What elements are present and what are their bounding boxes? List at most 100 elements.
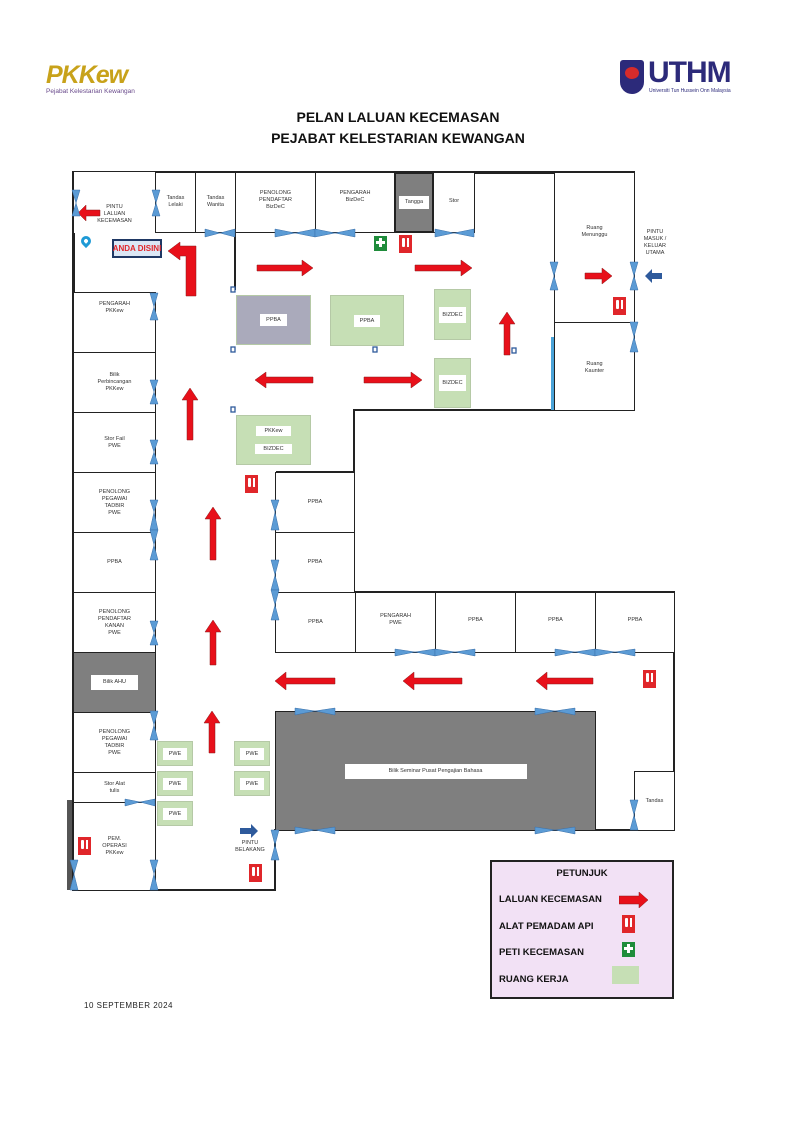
pillar-icon xyxy=(230,406,236,413)
uthm-logo: UTHM Universiti Tun Hussein Onn Malaysia xyxy=(618,56,758,98)
wall-mid-horizontal xyxy=(353,409,635,411)
entrance-arrow-left-icon xyxy=(645,269,662,283)
door-icon xyxy=(149,292,159,321)
door-icon xyxy=(394,648,436,657)
workstation-label: PWE xyxy=(162,747,188,760)
bilik-seminar-label: Bilik Seminar Pusat Pengajian Bahasa xyxy=(344,763,527,779)
door-icon xyxy=(270,829,280,861)
workstation-pwe-2: PWE xyxy=(157,771,193,796)
legend-item-fire-extinguisher: ALAT PEMADAM API xyxy=(499,921,594,932)
door-icon xyxy=(149,529,159,561)
exit-arrow-turn-left xyxy=(167,241,197,297)
workstation-label: PWE xyxy=(239,747,265,760)
exit-arrow-left xyxy=(535,671,594,691)
door-icon xyxy=(71,189,81,217)
room-ruang-kaunter: Ruang Kaunter xyxy=(554,322,635,411)
room-stor: Stor xyxy=(433,172,475,233)
room-stor-alat-tulis: Stor Alat tulis xyxy=(73,772,156,803)
exit-arrow-up xyxy=(498,311,516,356)
pkkew-logo: PKKew Pejabat Kelestarian Kewangan xyxy=(46,62,166,102)
pkkew-logo-tagline: Pejabat Kelestarian Kewangan xyxy=(46,88,135,95)
plan-title: PELAN LALUAN KECEMASAN xyxy=(296,109,500,125)
door-icon xyxy=(149,620,159,646)
fire-extinguisher-icon xyxy=(613,297,626,315)
legend-title: PETUNJUK xyxy=(556,868,608,879)
door-icon xyxy=(270,589,280,621)
exit-arrow-right xyxy=(256,259,314,277)
door-icon xyxy=(270,499,280,531)
door-icon xyxy=(149,499,159,531)
exit-arrow-right xyxy=(363,371,423,389)
workstation-label: PWE xyxy=(162,807,188,820)
you-are-here-badge: ANDA DISINI xyxy=(112,239,162,258)
wall-right-lower xyxy=(673,591,675,831)
first-aid-kit-icon xyxy=(374,236,387,251)
tangga-label: Tangga xyxy=(398,196,430,209)
fire-extinguisher-icon xyxy=(643,670,656,688)
pillar-icon xyxy=(372,346,378,353)
workstation-label: BIZDEC xyxy=(255,444,292,454)
door-icon xyxy=(124,798,156,807)
uthm-crest-icon xyxy=(620,60,644,94)
exit-arrow-up xyxy=(204,619,222,666)
workstation-pwe-5: PWE xyxy=(234,771,270,796)
door-icon xyxy=(554,648,596,657)
exit-arrow-left xyxy=(254,371,314,389)
exit-arrow-right xyxy=(414,259,473,277)
door-icon xyxy=(629,799,639,831)
door-icon xyxy=(314,228,356,238)
uthm-logo-name: UTHM xyxy=(648,56,732,89)
fire-extinguisher-icon xyxy=(399,235,412,253)
back-door-label: PINTU BELAKANG xyxy=(235,840,265,853)
glass-partition xyxy=(551,337,554,410)
door-icon xyxy=(151,189,161,217)
door-icon xyxy=(549,261,559,291)
door-icon xyxy=(434,228,475,238)
workstation-bizdec-1: BIZDEC xyxy=(434,289,471,340)
workstation-label: PPBA xyxy=(260,314,287,326)
legend-fire-extinguisher-icon xyxy=(622,915,635,933)
room-bilik-perbincangan: Bilik Perbincangan PKKew xyxy=(73,352,156,413)
exit-arrow-right xyxy=(584,267,613,285)
wall-corridor-stub xyxy=(276,471,354,473)
bilik-ahu-label: Bilik AHU xyxy=(91,675,138,690)
exit-arrow-left xyxy=(77,204,101,222)
room-pintu-laluan-kecemasan: PINTU LALUAN KECEMASAN xyxy=(74,172,156,233)
room-ppba-left: PPBA xyxy=(73,532,156,593)
workstation-pwe-3: PWE xyxy=(157,801,193,826)
room-bilik-seminar: Bilik Seminar Pusat Pengajian Bahasa xyxy=(275,711,596,831)
door-icon xyxy=(149,439,159,465)
door-icon xyxy=(294,826,336,835)
workstation-label: BIZDEC xyxy=(439,306,466,323)
door-icon xyxy=(274,228,316,238)
exit-arrow-left xyxy=(274,671,336,691)
door-icon xyxy=(69,859,79,891)
door-icon xyxy=(149,859,159,891)
uthm-logo-tagline: Universiti Tun Hussein Onn Malaysia xyxy=(649,88,731,94)
pkkew-logo-name: PKKew xyxy=(46,61,128,89)
door-icon xyxy=(629,261,639,291)
room-pengarah-pkkew: PENGARAH PKKew xyxy=(73,292,156,353)
room-penolong-pegawai-tadbir-2: PENOLONG PEGAWAI TADBIR PWE xyxy=(73,712,156,773)
room-ppba-mid-2: PPBA xyxy=(275,532,355,593)
workstation-label: BIZDEC xyxy=(439,375,466,391)
wall-bottom xyxy=(72,889,276,891)
legend-item-first-aid: PETI KECEMASAN xyxy=(499,947,584,958)
door-icon xyxy=(534,826,576,835)
legend-item-exit-route: LALUAN KECEMASAN xyxy=(499,894,602,905)
door-icon xyxy=(294,707,336,716)
fire-extinguisher-icon xyxy=(249,864,262,882)
exit-arrow-up xyxy=(204,506,222,561)
plan-date: 10 SEPTEMBER 2024 xyxy=(84,1001,173,1010)
door-icon xyxy=(204,228,236,238)
exit-arrow-up xyxy=(181,387,199,441)
legend-exit-arrow-icon xyxy=(619,892,649,908)
pillar-icon xyxy=(230,286,236,293)
exit-arrow-up xyxy=(203,710,221,754)
workstation-label: PPBA xyxy=(353,314,381,327)
plan-subtitle: PEJABAT KELESTARIAN KEWANGAN xyxy=(271,130,525,146)
you-are-here-label: ANDA DISINI xyxy=(112,244,162,253)
door-icon xyxy=(594,648,636,657)
